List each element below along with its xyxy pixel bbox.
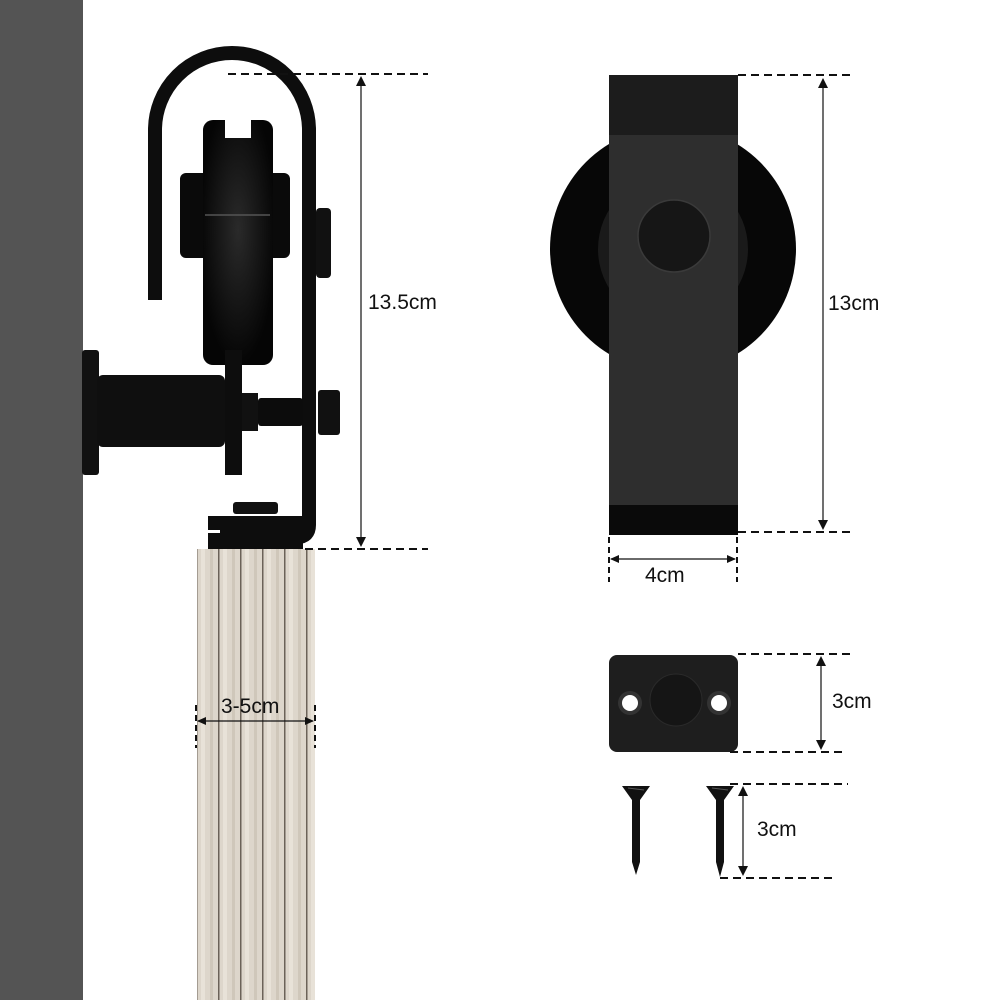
dimension-hanger-height [228, 73, 428, 550]
side-hanger-icon [82, 46, 340, 549]
screw-icon [622, 786, 650, 875]
dimension-strap-width [608, 537, 738, 582]
dimension-strap-height [738, 74, 855, 533]
strap-width-label: 4cm [645, 564, 685, 587]
screw-length-label: 3cm [757, 818, 797, 841]
dimension-door-thickness [195, 705, 316, 748]
mounting-plate-icon [609, 655, 738, 752]
front-hanger-icon [550, 75, 796, 535]
door-board [197, 549, 315, 1000]
dimension-plate-height [730, 653, 850, 753]
strap-height-label: 13cm [828, 292, 880, 315]
door-thickness-label: 3-5cm [221, 695, 280, 718]
hanger-height-label: 13.5cm [368, 291, 437, 314]
screw-icon [706, 786, 734, 877]
dimension-screw-length [720, 783, 848, 879]
wall [0, 0, 83, 1000]
plate-height-label: 3cm [832, 690, 872, 713]
